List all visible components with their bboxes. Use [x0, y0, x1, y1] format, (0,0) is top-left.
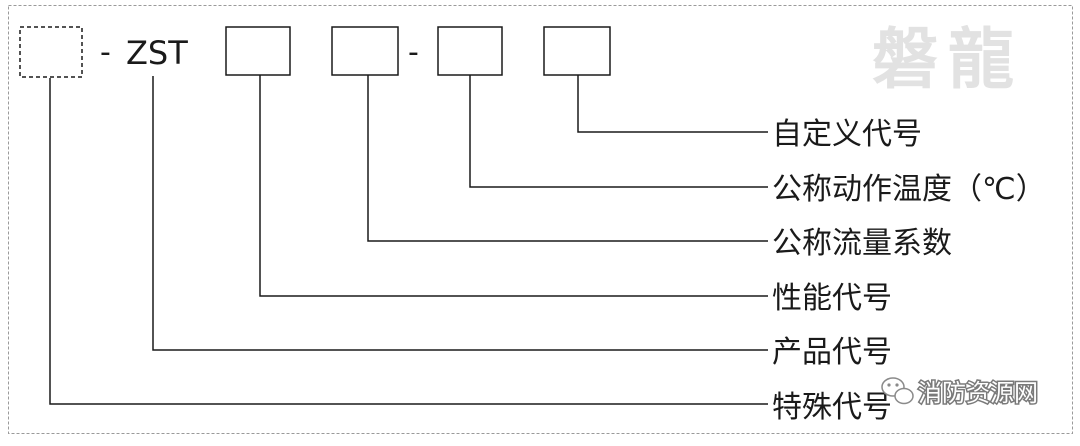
custom-code-box: [543, 26, 611, 76]
label-custom-code: 自定义代号: [772, 117, 922, 152]
leader-line-special: [49, 78, 768, 405]
flow-coefficient-box: [331, 26, 399, 76]
performance-code-box: [225, 26, 291, 76]
label-product-code: 产品代号: [772, 335, 892, 370]
source-badge-text: 消防资源网: [918, 379, 1038, 407]
temperature-box: [437, 26, 503, 76]
outer-dashed-border: [8, 5, 1073, 434]
product-code-text: ZST: [126, 34, 188, 72]
label-special-code: 特殊代号: [772, 390, 892, 425]
leader-line-performance: [259, 75, 768, 297]
watermark-logo: 磐龍: [872, 21, 1024, 98]
leader-line-custom: [577, 75, 768, 133]
leader-line-flow: [367, 75, 768, 242]
prefix-separator: -: [100, 35, 111, 70]
source-badge: 消防资源网: [881, 377, 1040, 409]
label-performance-code: 性能代号: [772, 281, 892, 316]
mid-separator: -: [408, 35, 419, 70]
special-code-box: [19, 26, 83, 78]
wechat-icon: [881, 377, 914, 405]
label-flow-coefficient: 公称流量系数: [772, 226, 952, 261]
label-nominal-temperature: 公称动作温度（℃）: [772, 172, 1046, 207]
leader-line-product: [152, 76, 768, 351]
leader-line-temperature: [469, 75, 768, 188]
